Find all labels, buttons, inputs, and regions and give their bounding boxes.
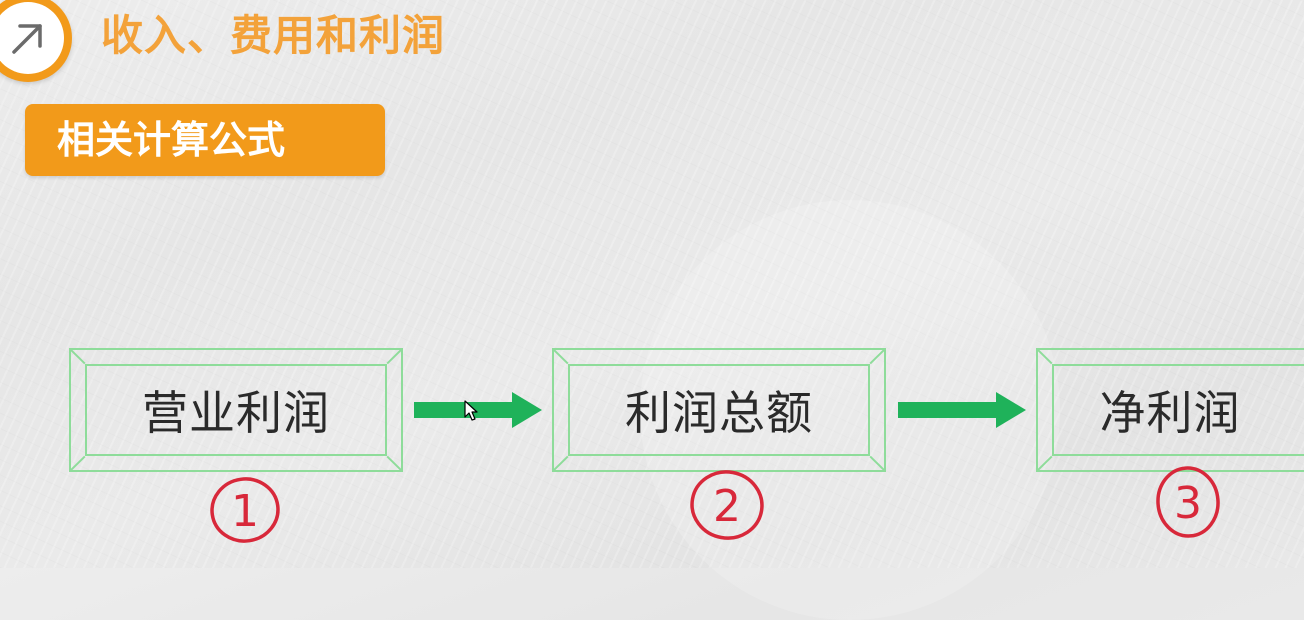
flow-step-box-1: 营业利润: [69, 348, 403, 472]
circled-number-text-1: 1: [231, 486, 259, 537]
background-texture: [0, 0, 1304, 568]
section-tag-label: 相关计算公式: [57, 118, 286, 162]
mouse-cursor-icon: [464, 400, 478, 421]
flow-step-label-2: 利润总额: [625, 386, 813, 440]
handwritten-circled-number-3: 3: [1156, 466, 1220, 538]
handwritten-circled-number-2: 2: [690, 470, 764, 540]
page-title: 收入、费用和利润: [101, 11, 446, 60]
flow-step-box-2: 利润总额: [552, 348, 886, 472]
flow-arrow-2: [898, 392, 1026, 428]
header-badge: [0, 0, 72, 82]
box-bevel-3: [1038, 350, 1053, 470]
flow-step-inner-1: 营业利润: [85, 364, 387, 456]
flow-step-inner-3: 净利润: [1052, 364, 1304, 456]
flow-step-label-1: 营业利润: [142, 386, 330, 440]
circled-number-text-3: 3: [1174, 478, 1202, 529]
circled-number-text-2: 2: [713, 481, 741, 532]
box-bevel-2: [554, 350, 884, 470]
handwritten-circled-number-1: 1: [210, 477, 280, 543]
flow-step-inner-2: 利润总额: [568, 364, 870, 456]
section-tag: 相关计算公式: [25, 104, 385, 176]
flow-step-box-3: 净利润: [1036, 348, 1304, 472]
flow-step-label-3: 净利润: [1099, 386, 1241, 440]
box-bevel-1: [71, 350, 401, 470]
flow-arrow-1: [414, 392, 542, 428]
arrow-up-right-icon: [12, 24, 42, 54]
header-badge-circle: [0, 2, 64, 74]
